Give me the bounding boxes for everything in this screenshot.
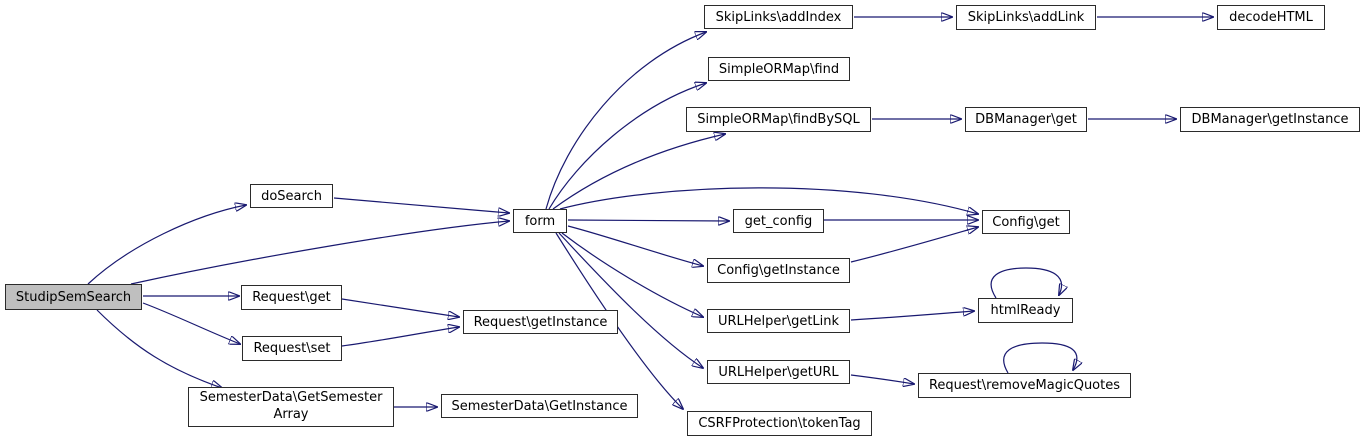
node-semesterdata-getinstance[interactable]: SemesterData\GetInstance: [441, 394, 638, 418]
node-urlhelper-getlink[interactable]: URLHelper\getLink: [707, 309, 850, 333]
edge-htmlready-self-loop: [990, 267, 1061, 299]
node-request-getinstance[interactable]: Request\getInstance: [463, 310, 618, 334]
node-htmlready[interactable]: htmlReady: [978, 298, 1073, 323]
node-semesterdata-getsemesterarray[interactable]: SemesterData\GetSemester Array: [188, 387, 394, 427]
edge-form-getconfig: [567, 220, 729, 221]
edge-studipsemsearch-dosearch: [87, 205, 246, 285]
edge-studipsemsearch-requestset: [142, 302, 240, 344]
node-request-get[interactable]: Request\get: [241, 285, 342, 310]
edge-form-csrftokentag: [555, 232, 683, 409]
node-simpleormap-findbysql[interactable]: SimpleORMap\findBySQL: [686, 107, 871, 132]
edge-form-urlhelpergeturl: [558, 232, 703, 368]
edge-removemagicquotes-self-loop: [1003, 342, 1077, 374]
node-form[interactable]: form: [513, 209, 567, 233]
edge-studipsemsearch-form: [130, 221, 509, 285]
node-config-get[interactable]: Config\get: [982, 210, 1070, 234]
node-urlhelper-geturl[interactable]: URLHelper\getURL: [707, 360, 850, 384]
edge-form-skiplinksaddindex: [545, 32, 706, 210]
edge-form-configgetinstance: [567, 225, 703, 266]
edge-form-urlhelpergetlink: [561, 232, 703, 317]
edge-form-simpleormapfind: [548, 83, 706, 210]
edge-configgetinstance-configget: [850, 227, 978, 263]
node-dbmanager-getinstance[interactable]: DBManager\getInstance: [1180, 107, 1360, 132]
edge-requestset-requestgetinstance: [341, 327, 459, 347]
node-decodehtml[interactable]: decodeHTML: [1217, 5, 1325, 30]
edge-form-configget: [559, 187, 978, 214]
node-get-config[interactable]: get_config: [733, 209, 824, 233]
node-label-line1: SemesterData\GetSemester: [199, 390, 383, 406]
node-simpleormap-find[interactable]: SimpleORMap\find: [708, 57, 850, 81]
node-skiplinks-addindex[interactable]: SkipLinks\addIndex: [704, 5, 853, 29]
edge-urlhelpergeturl-removemagicquotes: [850, 374, 914, 384]
edge-requestget-requestgetinstance: [341, 298, 459, 317]
edge-studipsemsearch-semesterarray: [96, 309, 222, 388]
node-request-removemagicquotes[interactable]: Request\removeMagicQuotes: [918, 373, 1131, 398]
edge-dosearch-form: [333, 197, 509, 213]
node-csrfprotection-tokentag[interactable]: CSRFProtection\tokenTag: [687, 411, 872, 436]
edge-urlhelpergetlink-htmlready: [850, 311, 974, 321]
node-skiplinks-addlink[interactable]: SkipLinks\addLink: [956, 5, 1096, 30]
edge-form-simpleormapfindbysql: [552, 134, 725, 210]
node-request-set[interactable]: Request\set: [242, 336, 342, 361]
node-dosearch[interactable]: doSearch: [250, 184, 333, 208]
node-label-line2: Array: [273, 407, 309, 422]
node-config-getinstance[interactable]: Config\getInstance: [707, 258, 850, 283]
node-studipsemsearch[interactable]: StudipSemSearch: [5, 284, 142, 310]
node-dbmanager-get[interactable]: DBManager\get: [965, 107, 1087, 132]
